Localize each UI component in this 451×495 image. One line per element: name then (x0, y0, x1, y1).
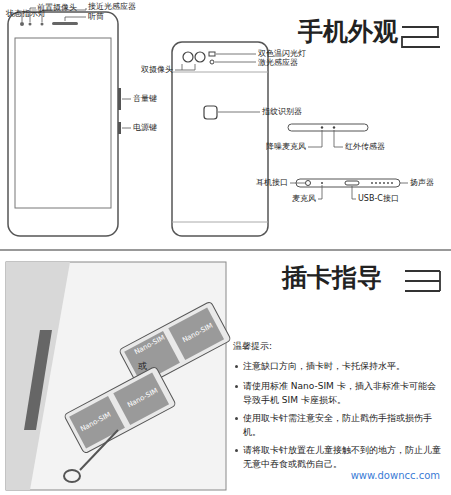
part-label: 双摄像头 (141, 65, 173, 74)
part-label: 接近光感应器 (88, 2, 136, 11)
part-label: 音量键 (133, 94, 157, 103)
part-label: 降噪麦克风 (266, 142, 306, 151)
bullet-dot (235, 449, 238, 452)
part-label: 双色温闪光灯 (258, 49, 306, 58)
part-label: 听筒 (88, 12, 104, 21)
watermark: www.downcc.com (351, 470, 440, 482)
part-label: USB-C接口 (358, 194, 399, 203)
bullet-dot (235, 385, 238, 388)
part-label: 麦克风 (292, 194, 316, 203)
or-label: 或 (138, 361, 147, 371)
tip-heading: 温馨提示: (233, 341, 272, 351)
part-label: 激光感应器 (258, 58, 298, 67)
tip-item: 请将取卡针放置在儿童接触不到的地方，防止儿童无意中吞食或戳伤自己。 (243, 444, 443, 472)
page-title: 手机外观 (298, 18, 398, 47)
tip-item: 注意缺口方向，插卡时，卡托保持水平。 (243, 360, 443, 374)
part-label: 指纹识别器 (262, 107, 302, 116)
bullet-dot (235, 417, 238, 420)
bullet-dot (235, 365, 238, 368)
section-title: 插卡指导 (282, 264, 382, 293)
part-label: 电源键 (133, 123, 157, 132)
tip-item: 使用取卡针需注意安全，防止戳伤手指或损伤手机。 (243, 412, 443, 440)
part-label: 扬声器 (410, 178, 434, 187)
part-label: 红外传感器 (345, 142, 385, 151)
part-label: 耳机接口 (256, 178, 288, 187)
tip-item: 请使用标准 Nano-SIM 卡，插入非标准卡可能会导致手机 SIM 卡座损坏。 (243, 380, 443, 408)
part-label: 状态指示灯 (6, 9, 46, 18)
